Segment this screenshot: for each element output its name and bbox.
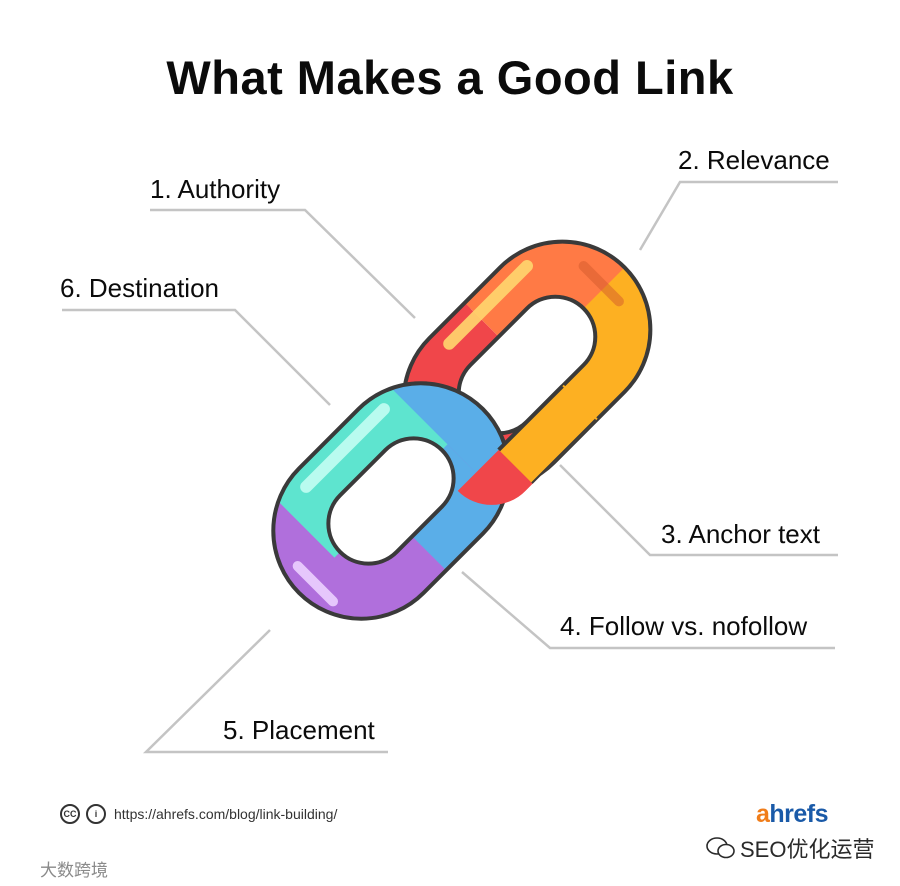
label-authority: 1. Authority: [150, 176, 280, 202]
wechat-icon: [706, 836, 736, 860]
leader-relevance: [640, 182, 838, 250]
leader-destination: [62, 310, 330, 405]
label-placement: 5. Placement: [223, 717, 375, 743]
watermark-right: SEO优化运营: [740, 832, 874, 864]
attribution-icon: i: [86, 804, 106, 824]
label-relevance: 2. Relevance: [678, 147, 830, 173]
label-destination: 6. Destination: [60, 275, 219, 301]
label-anchor-text: 3. Anchor text: [661, 521, 820, 547]
creative-commons-icon: CC: [60, 804, 80, 824]
source-url-link[interactable]: https://ahrefs.com/blog/link-building/: [114, 806, 337, 822]
label-follow: 4. Follow vs. nofollow: [560, 613, 807, 639]
ahrefs-logo: ahrefs: [756, 800, 828, 829]
watermark-left: 大数跨境: [40, 856, 108, 881]
